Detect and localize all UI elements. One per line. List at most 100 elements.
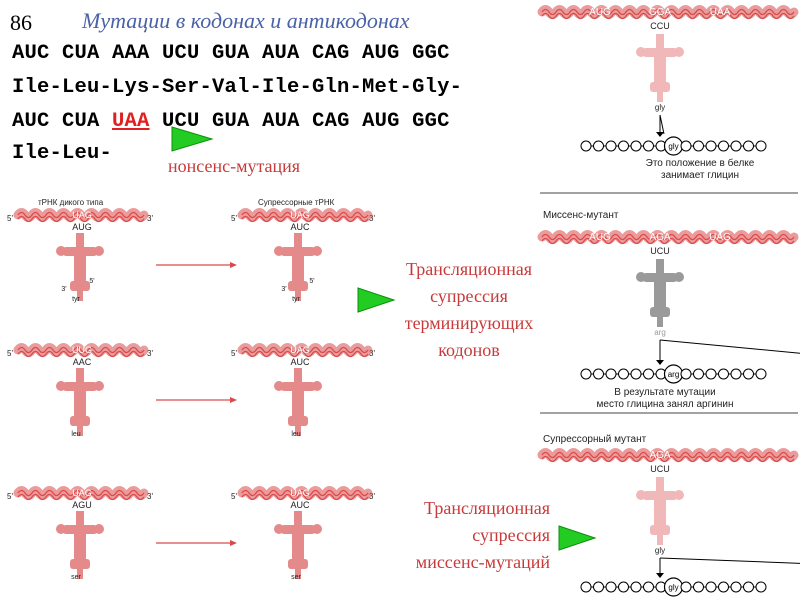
amino-acid-label: tyr <box>292 296 300 303</box>
mrna-strand <box>537 448 799 463</box>
codon-label: UAG <box>290 210 310 220</box>
amino-acid-label: ser <box>71 574 81 581</box>
five-prime-label: 5' <box>231 492 237 501</box>
sequence-before: AUC CUA <box>12 110 113 133</box>
codon-label: GGA <box>649 7 672 18</box>
pointer-line <box>659 114 665 135</box>
three-prime-label: 3' <box>369 214 375 223</box>
missense-title: Миссенс-мутант <box>543 210 619 221</box>
anticodon-label: AGU <box>72 500 92 510</box>
termination-suppression-caption: Трансляционная супрессия терминирующих к… <box>404 259 534 360</box>
amino-acid-label: ser <box>291 574 301 581</box>
five-prime-label: 5' <box>231 349 237 358</box>
trna-shape <box>274 368 322 436</box>
codon-label: AUG <box>589 7 611 18</box>
middle-note: В результате мутации место глицина занял… <box>596 387 734 410</box>
polypeptide-beads: gly <box>580 577 767 597</box>
three-prime-label: 3' <box>369 492 375 501</box>
suppressor-trna-label: Супрессорные тРНК <box>258 198 335 207</box>
anticodon-label: UCU <box>650 464 670 474</box>
trna-shape <box>274 511 322 579</box>
pointer-head <box>656 360 664 365</box>
amino-acid-label: leu <box>291 431 300 438</box>
sequence-line-4: Ile-Leu- <box>12 142 113 165</box>
amino-acid-label: gly <box>655 103 665 112</box>
amino-acid-label: leu <box>71 431 80 438</box>
anticodon-label: AUC <box>290 357 310 367</box>
middle-block: AUG AGA UAG UCU arg arg <box>537 230 800 384</box>
slide-number: 86 <box>10 10 32 35</box>
mrna-strand <box>13 343 149 358</box>
bead-label: arg <box>668 370 680 379</box>
slide-title: Мутации в кодонах и антикодонах <box>82 8 410 33</box>
trna-shape <box>636 477 684 545</box>
polypeptide-beads: arg <box>580 364 767 384</box>
nonsense-mutation-caption: нонсенс-мутация <box>168 156 301 176</box>
sequence-line-3: AUC CUA UAA UCU GUA AUA CAG AUG GGC <box>12 110 450 133</box>
trna-shape <box>636 259 684 327</box>
five-prime-label: 5' <box>7 214 13 223</box>
anticodon-label: AUC <box>290 222 310 232</box>
green-arrow-icon <box>357 287 396 313</box>
bead-label: gly <box>668 142 678 151</box>
trna-shape <box>56 233 104 301</box>
sequence-after: UCU GUA AUA CAG AUG GGC <box>149 110 450 133</box>
five-prime-label: 5' <box>7 492 13 501</box>
three-prime-label: 3' <box>147 214 153 223</box>
three-prime-label: 3' <box>281 286 286 293</box>
trna-rows: 5' 3' UAG AUG tyr 3' 5' 5' 3' UAG AUC tyr 3' 5' 5' 3' UU… <box>7 208 375 581</box>
five-prime-label: 5' <box>7 349 13 358</box>
mrna-strand <box>237 486 373 501</box>
codon-label: UAG <box>290 488 310 498</box>
codon-label: UAG <box>290 345 310 355</box>
codon-label: AGA <box>649 450 670 461</box>
amino-acid-label: tyr <box>72 296 80 303</box>
red-arrow-head <box>230 397 237 403</box>
trna-shape <box>56 511 104 579</box>
three-prime-label: 3' <box>369 349 375 358</box>
mrna-strand <box>13 208 149 223</box>
trna-shape <box>274 233 322 301</box>
codon-label: UAG <box>709 232 731 243</box>
anticodon-label: AAC <box>73 357 92 367</box>
codon-label: AGA <box>649 232 670 243</box>
trna-shape <box>56 368 104 436</box>
anticodon-label: UCU <box>650 246 670 256</box>
three-prime-label: 3' <box>147 492 153 501</box>
three-prime-label: 3' <box>61 286 66 293</box>
missense-suppression-caption: Трансляционная супрессия миссенс-мутаций <box>415 498 550 572</box>
red-arrow-head <box>230 262 237 268</box>
pointer-head <box>656 573 664 578</box>
pointer-line <box>659 557 800 564</box>
codon-label: AUG <box>589 232 611 243</box>
top-block: AUG GGA UAA CCU gly gly <box>537 5 799 156</box>
three-prime-label: 3' <box>147 349 153 358</box>
anticodon-label: CCU <box>650 21 670 31</box>
polypeptide-beads: gly <box>580 136 767 156</box>
five-prime-label: 5' <box>231 214 237 223</box>
amino-acid-label: arg <box>654 328 666 337</box>
mrna-strand <box>537 5 799 20</box>
codon-label: UAG <box>72 488 92 498</box>
codon-label: UAA <box>710 7 731 18</box>
five-prime-label: 5' <box>309 278 314 285</box>
mrna-strand <box>13 486 149 501</box>
codon-label: UUG <box>72 345 92 355</box>
red-arrow-head <box>230 540 237 546</box>
green-arrow-icon <box>558 525 597 551</box>
mrna-strand <box>237 208 373 223</box>
mutated-codon: UAA <box>112 110 150 133</box>
anticodon-label: AUC <box>290 500 310 510</box>
codon-label: UAG <box>72 210 92 220</box>
five-prime-label: 5' <box>89 278 94 285</box>
wild-type-trna-label: тРНК дикого типа <box>38 198 104 207</box>
top-note: Это положение в белке занимает глицин <box>645 158 755 181</box>
green-arrow-icon <box>171 126 214 152</box>
suppressor-mutant-title: Супрессорный мутант <box>543 434 647 445</box>
sequence-line-1: AUC CUA AAA UCU GUA AUA CAG AUG GGC <box>12 42 450 65</box>
pointer-line <box>659 339 800 354</box>
anticodon-label: AUG <box>72 222 92 232</box>
mrna-strand <box>237 343 373 358</box>
